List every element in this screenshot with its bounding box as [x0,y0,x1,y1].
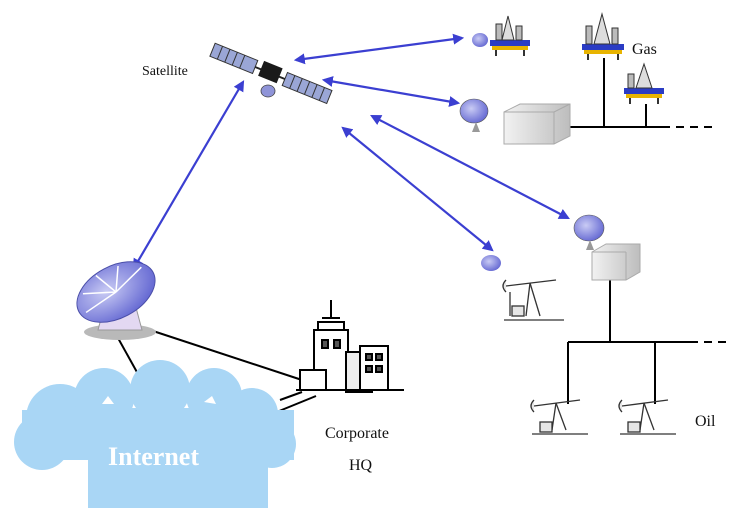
satellite-label: Satellite [142,64,188,79]
internet-label: Internet [108,442,199,471]
dish-antenna-icon [481,255,501,271]
link-satellite-gas-rig [293,33,465,65]
building-icon [591,243,641,281]
oil-pumpjack-icon [618,399,676,435]
corporate-label: Corporate [325,425,389,442]
link-satellite-ground-station [132,80,245,270]
link-satellite-gas-hub [321,76,461,107]
building-icon [503,103,571,145]
large-dish-antenna-icon [76,261,156,340]
gas-rig-icon [624,62,664,104]
satellite-links [132,33,570,270]
oil-pumpjack-icon [502,279,564,321]
oil-label: Oil [695,413,716,430]
dish-antenna-icon [459,98,489,132]
gas-label: Gas [632,41,657,58]
hq-label: HQ [349,457,373,474]
wired-links [117,58,730,419]
cloud-icon [14,360,296,508]
city-building-icon [296,300,404,393]
gas-rig-icon [582,12,624,60]
satellite-icon [209,42,333,105]
link-satellite-oil-pump [341,126,494,252]
gas-rig-icon [472,15,530,56]
oil-pumpjack-icon [530,399,588,435]
dish-antenna-icon [573,214,605,250]
